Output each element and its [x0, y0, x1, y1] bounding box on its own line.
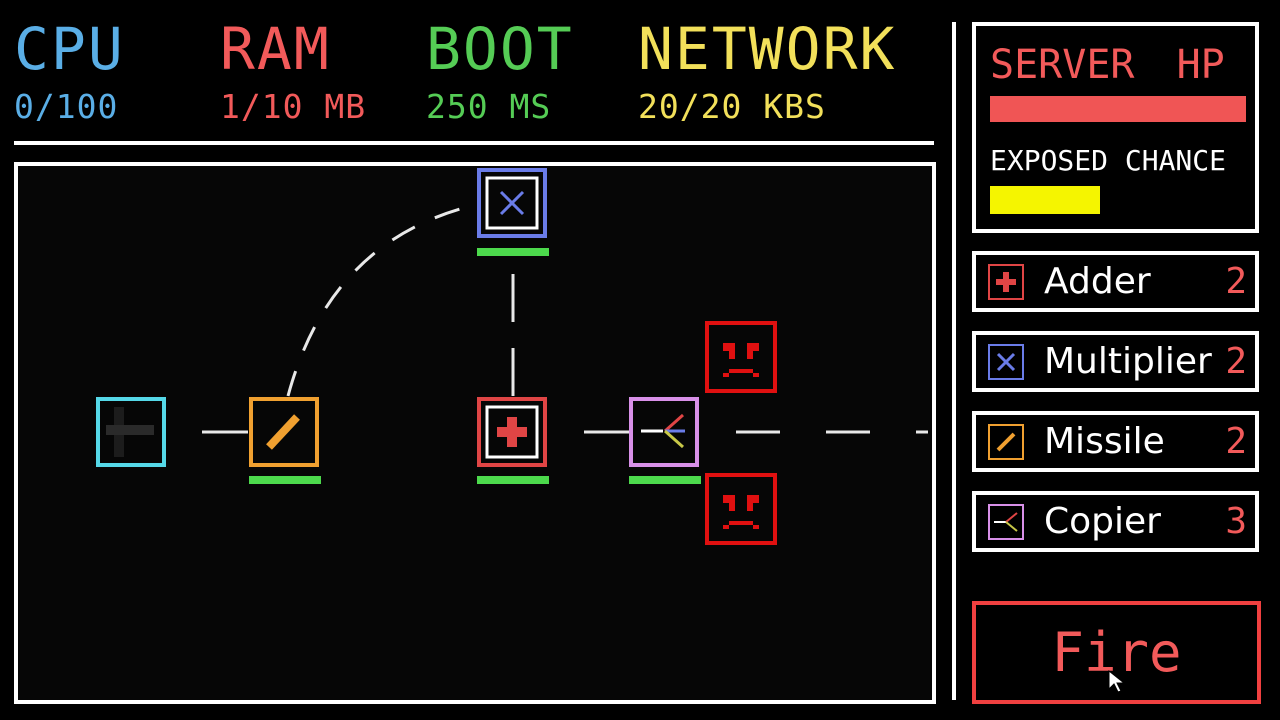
adder-node[interactable] — [477, 397, 547, 467]
ram-value: 1/10 MB — [220, 87, 367, 126]
wire-missile-multiplier — [286, 203, 476, 397]
sidebar-divider — [952, 22, 956, 700]
inventory-item-missile[interactable]: Missile 2 — [972, 411, 1259, 472]
inventory-item-count: 2 — [1225, 341, 1247, 382]
inventory-item-multiplier[interactable]: Multiplier 2 — [972, 331, 1259, 392]
inventory-item-count: 2 — [1225, 421, 1247, 462]
boot-value: 250 MS — [426, 87, 552, 126]
exposed-chance-bar — [990, 186, 1101, 214]
multiplier-node[interactable] — [477, 168, 547, 238]
source-icon — [106, 407, 154, 457]
missile-health-bar — [249, 476, 321, 484]
angry-face-icon — [705, 321, 777, 393]
inventory-item-name: Copier — [1044, 501, 1161, 542]
adder-icon — [485, 405, 539, 459]
server-hp-bar — [990, 96, 1246, 122]
network-value: 20/20 KBS — [638, 87, 826, 126]
missile-node[interactable] — [249, 397, 319, 467]
exposed-chance-label: EXPOSED CHANCE — [990, 144, 1227, 177]
boot-stat: BOOT 250 MS — [426, 20, 574, 123]
inventory-item-count: 2 — [1225, 261, 1247, 302]
network-stat: NETWORK 20/20 KBS — [638, 20, 896, 123]
copier-icon — [988, 504, 1024, 540]
adder-icon — [988, 264, 1024, 300]
multiplier-icon — [485, 176, 539, 230]
inventory-item-adder[interactable]: Adder 2 — [972, 251, 1259, 312]
multiplier-icon — [988, 344, 1024, 380]
missile-icon — [988, 424, 1024, 460]
cpu-label: CPU — [14, 15, 125, 83]
adder-health-bar — [477, 476, 549, 484]
inventory-item-name: Multiplier — [1044, 341, 1212, 382]
network-label: NETWORK — [638, 15, 897, 83]
ram-label: RAM — [220, 15, 331, 83]
missile-icon — [266, 414, 300, 450]
server-hp-label: SERVER HP — [990, 42, 1225, 88]
connection-wires — [202, 203, 928, 434]
cpu-stat: CPU 0/100 — [14, 20, 125, 123]
inventory-item-copier[interactable]: Copier 3 — [972, 491, 1259, 552]
server-status-panel: SERVER HP EXPOSED CHANCE — [972, 22, 1259, 233]
header-divider — [14, 141, 934, 145]
copier-icon — [641, 413, 685, 449]
ram-stat: RAM 1/10 MB — [220, 20, 366, 123]
mouse-cursor-icon — [1108, 670, 1126, 693]
program-board[interactable] — [14, 162, 936, 704]
copier-health-bar — [629, 476, 701, 484]
inventory-item-count: 3 — [1225, 501, 1247, 542]
inventory-item-name: Missile — [1044, 421, 1165, 462]
source-node[interactable] — [96, 397, 166, 467]
inventory-item-name: Adder — [1044, 261, 1151, 302]
angry-face-icon — [705, 473, 777, 545]
multiplier-health-bar — [477, 248, 549, 256]
boot-label: BOOT — [426, 15, 574, 83]
copier-node[interactable] — [629, 397, 699, 467]
cpu-value: 0/100 — [14, 87, 119, 126]
fire-button-label: Fire — [1051, 621, 1182, 684]
